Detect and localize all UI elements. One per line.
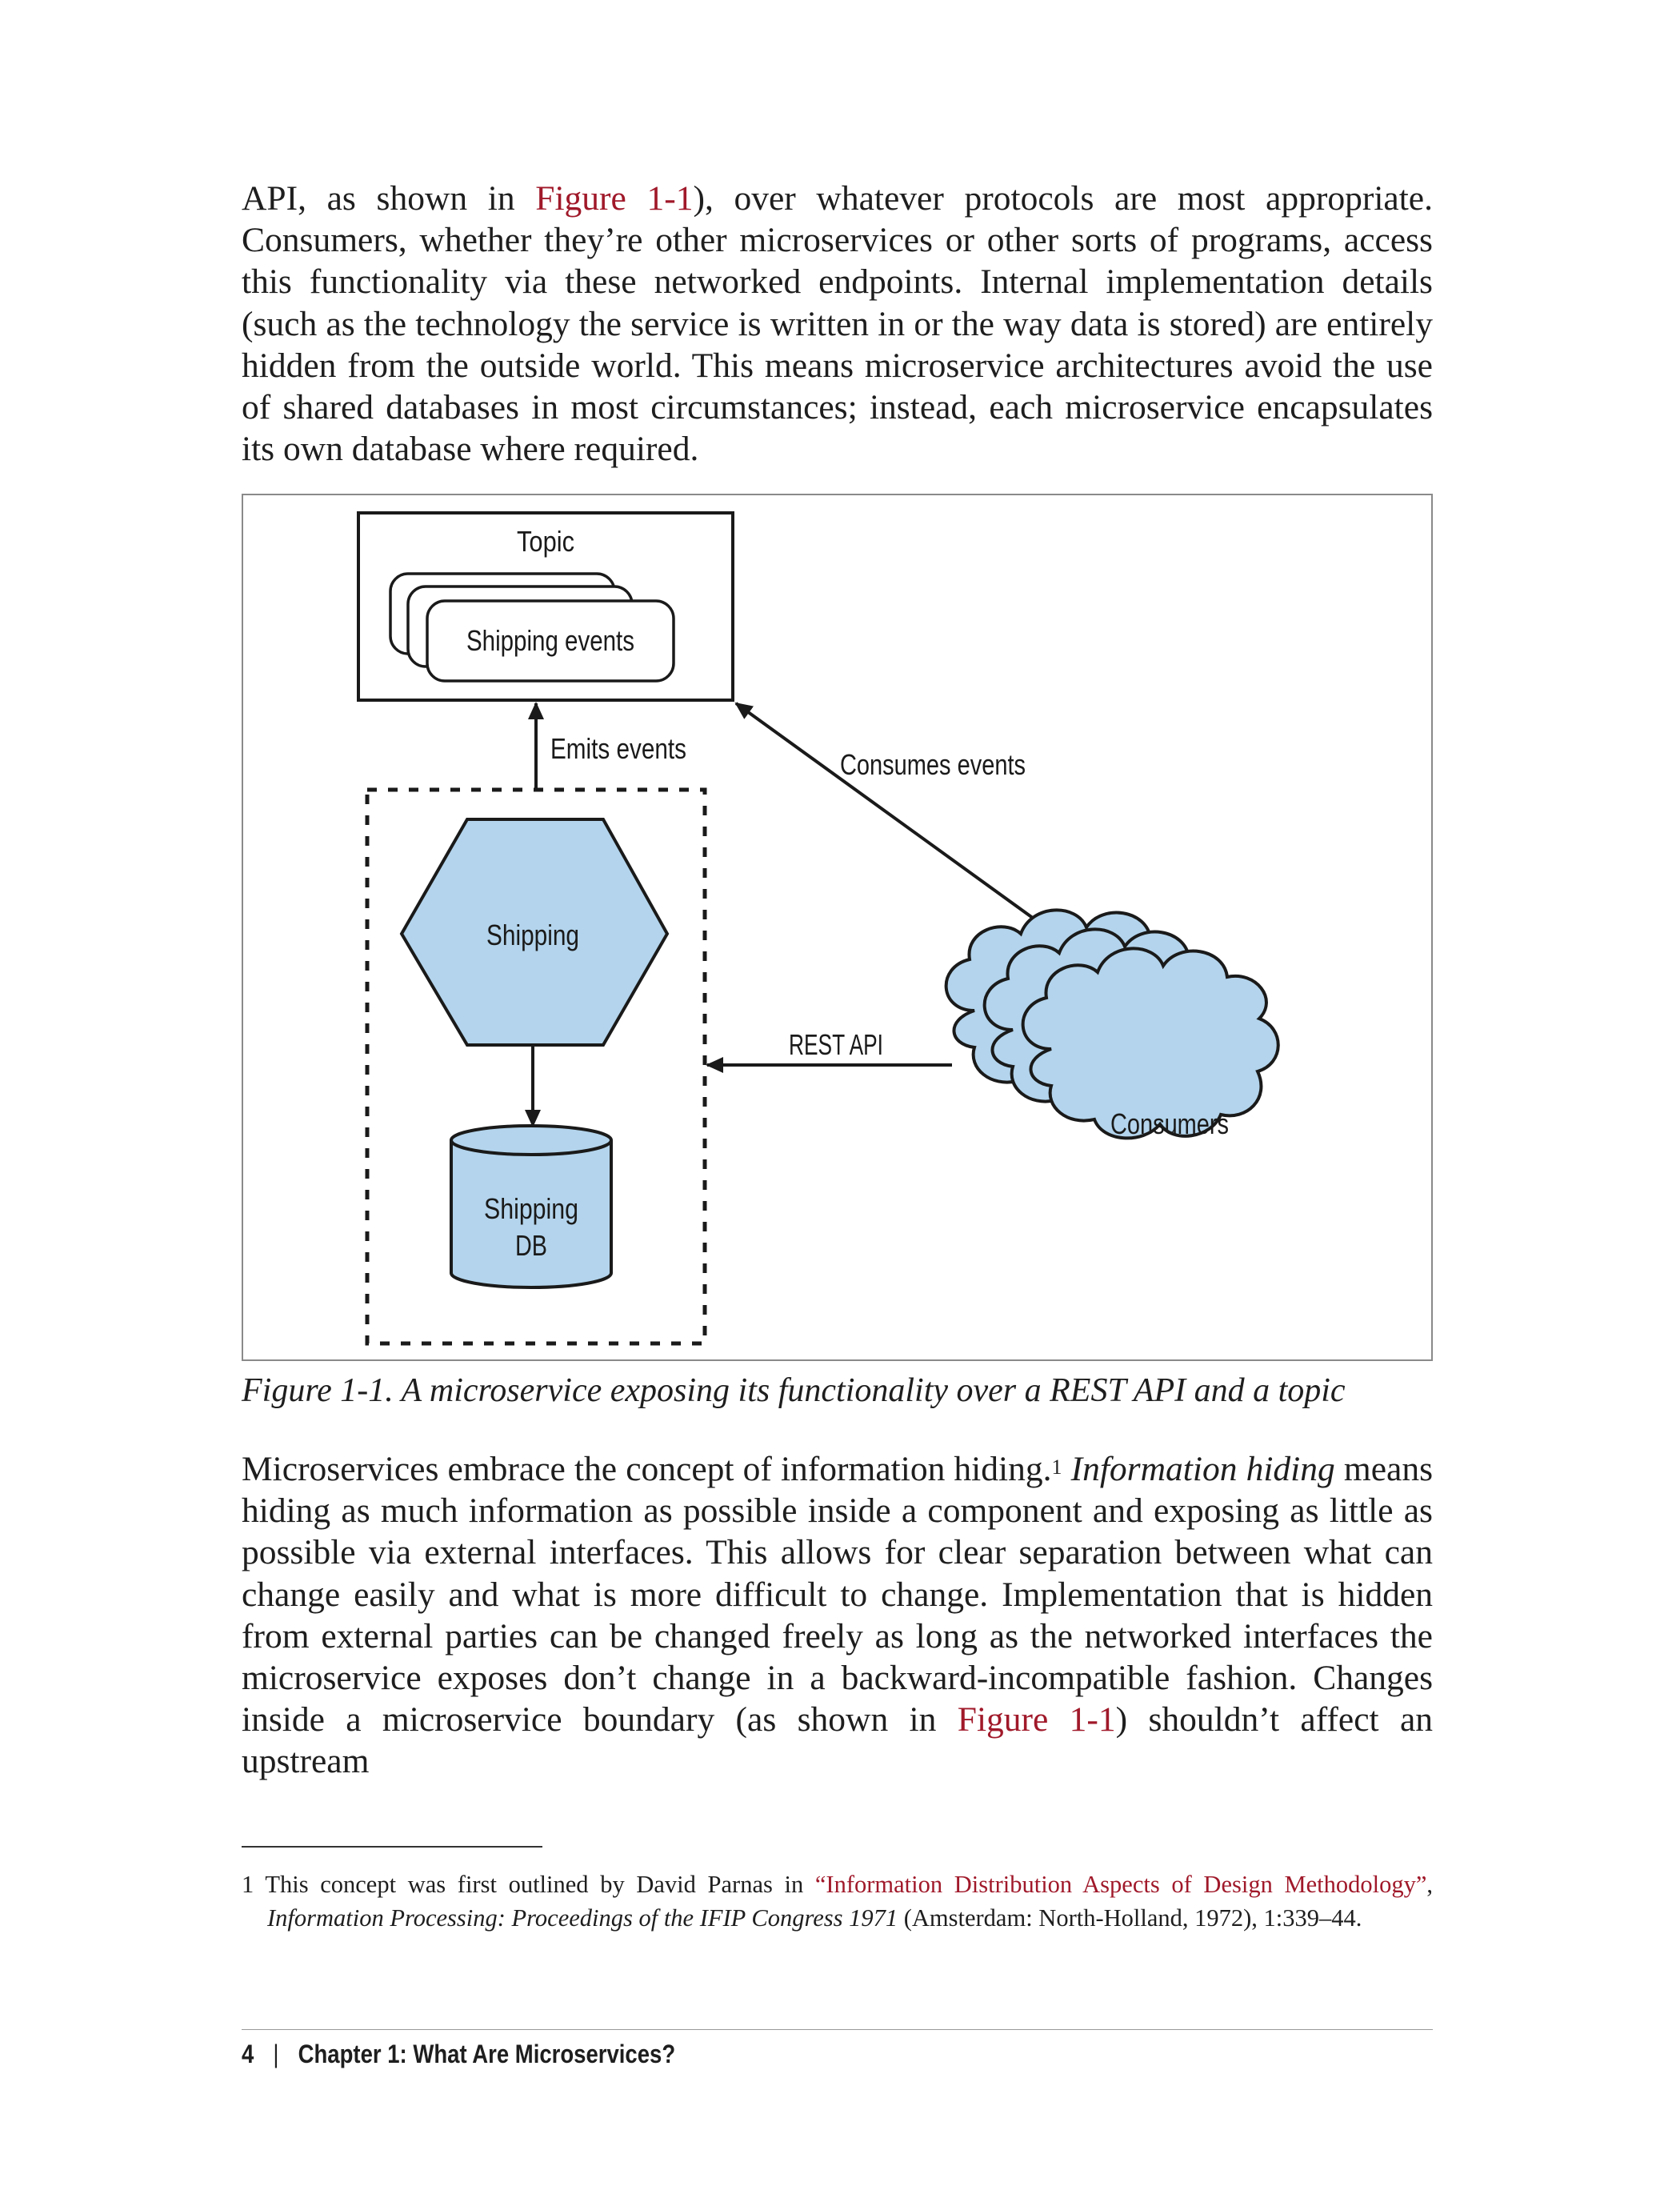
shipping-events-label: Shipping events: [466, 624, 634, 657]
consumers-clouds: [944, 908, 1280, 1140]
text-run: means hiding as much information as poss…: [242, 1450, 1433, 1740]
figure-1-1-link[interactable]: Figure 1-1: [535, 179, 694, 218]
topic-box: Topic Shipping events: [357, 511, 734, 702]
consumes-events-label: Consumes events: [840, 748, 1026, 781]
chapter-title: Chapter 1: What Are Microservices?: [298, 2040, 676, 2068]
proceedings-title: Information Processing: Proceedings of t…: [267, 1904, 898, 1932]
shipping-db-line1: Shipping: [484, 1192, 578, 1225]
emits-events-label: Emits events: [550, 732, 686, 765]
parnas-paper-link[interactable]: “Information Distribution Aspects of Des…: [814, 1871, 1427, 1898]
text-run: This concept was first outlined by David…: [254, 1871, 815, 1898]
consumers-label: Consumers: [1110, 1107, 1229, 1140]
text-run: ,: [1426, 1871, 1434, 1898]
text-run: ), over whatever protocols are most appr…: [242, 179, 1433, 469]
text-run: Microservices embrace the concept of inf…: [242, 1450, 1052, 1488]
page-footer: 4 | Chapter 1: What Are Microservices?: [242, 2038, 675, 2070]
text-run: [1062, 1450, 1070, 1488]
rest-api-label: REST API: [789, 1028, 883, 1061]
figure-diagram: Topic Shipping events Emits events Consu…: [242, 494, 1433, 1361]
footnote-divider: [242, 1846, 542, 1848]
footnote: 1 This concept was first outlined by Dav…: [242, 1868, 1433, 1936]
text-run: (Amsterdam: North-Holland, 1972), 1:339–…: [898, 1904, 1362, 1932]
figure-frame: [242, 494, 1433, 1361]
footnote-number: 1: [242, 1871, 254, 1898]
event-card-front: [426, 599, 675, 683]
footnote-marker[interactable]: 1: [1051, 1455, 1062, 1479]
shipping-db-line2: DB: [515, 1229, 547, 1262]
footer-separator: |: [273, 2040, 279, 2068]
footer-divider: [242, 2029, 1433, 2030]
text-run: ) shouldn’t affect an upstream: [242, 1700, 1434, 1781]
shipping-service: Shipping: [399, 818, 670, 1047]
shipping-service-label: Shipping: [486, 919, 579, 951]
body-paragraph: Microservices embrace the concept of inf…: [242, 1448, 1433, 1783]
topic-label: Topic: [517, 525, 574, 558]
figure-caption: Figure 1-1. A microservice exposing its …: [242, 1372, 1346, 1409]
figure-1-1-link[interactable]: Figure 1-1: [957, 1700, 1116, 1740]
page-number: 4: [242, 2040, 254, 2068]
shipping-db: Shipping DB: [450, 1124, 613, 1289]
microservice-boundary: [365, 787, 707, 1346]
consumer-cloud-front: [1021, 947, 1280, 1140]
emphasis-term: Information hiding: [1070, 1450, 1335, 1488]
text-run: API, as shown in: [242, 179, 536, 218]
body-paragraph: API, as shown in Figure 1-1), over whate…: [242, 178, 1433, 470]
figure-1-1: Topic Shipping events Emits events Consu…: [242, 494, 1433, 1361]
